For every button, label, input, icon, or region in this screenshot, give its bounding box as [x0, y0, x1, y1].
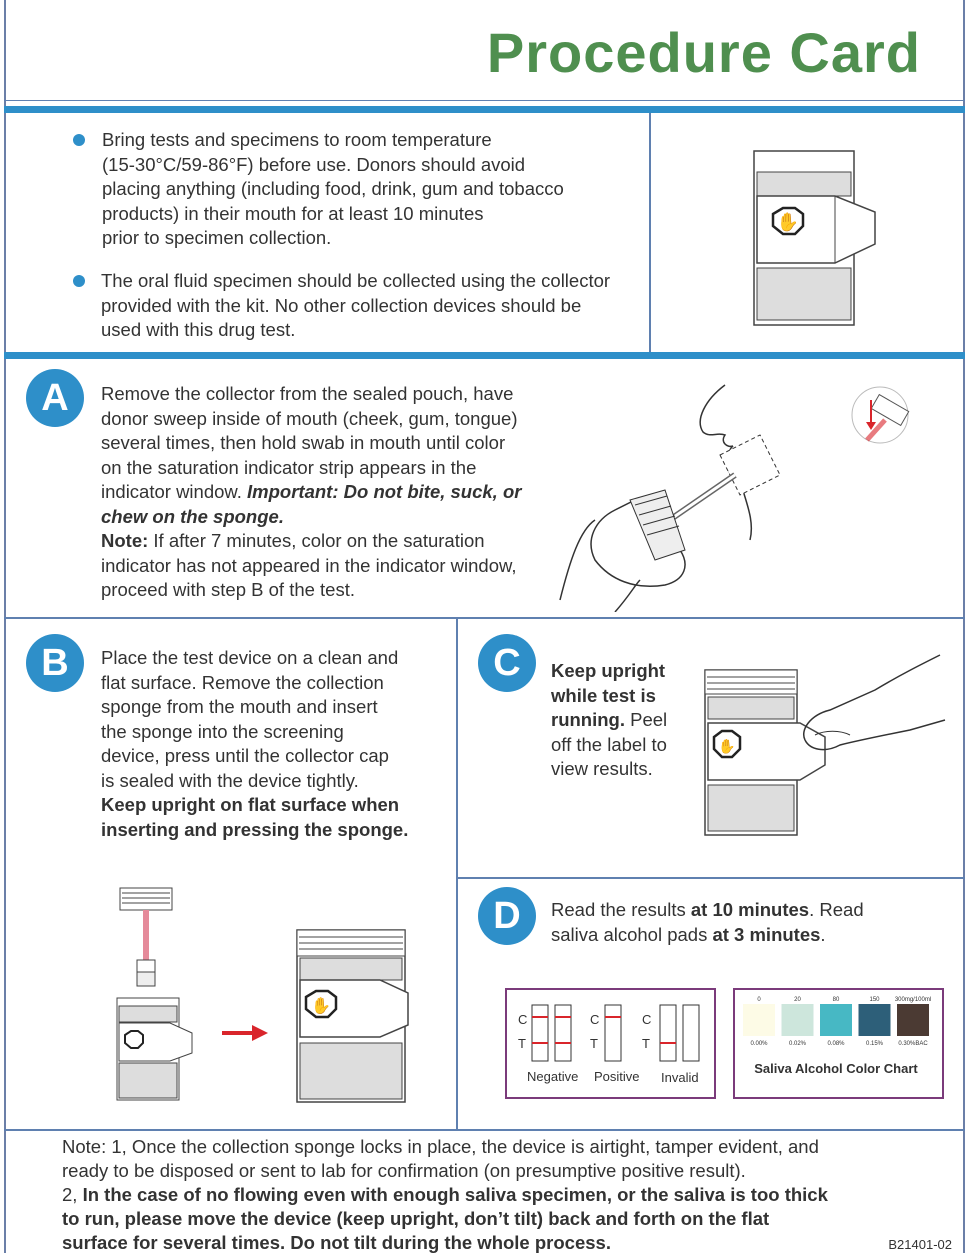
swatch-bottom-label: 0.08%	[827, 1041, 845, 1047]
color-swatch	[820, 1004, 852, 1036]
color-swatch	[781, 1004, 814, 1036]
peel-label-illustration: ✋	[704, 654, 946, 836]
alcohol-color-chart: 0 0.00% 20 0.02% 80 0.08% 150 0.15% 300mg/100ml 0…	[733, 988, 944, 1099]
footer-note: Note: 1, Once the collection sponge lock…	[62, 1136, 828, 1253]
step-a-badge: A	[26, 369, 84, 427]
swatch-bottom-label: 0.15%	[866, 1041, 884, 1047]
swab-in-mouth-illustration	[559, 384, 910, 612]
swatch-bottom-label: 0.02%	[789, 1041, 807, 1047]
color-swatch	[858, 1004, 891, 1036]
svg-text:✋: ✋	[718, 738, 735, 754]
swatch-top-label: 300mg/100ml	[895, 997, 931, 1003]
divider	[4, 617, 965, 619]
svg-text:✋: ✋	[311, 996, 331, 1015]
step-b-text: Place the test device on a clean and fla…	[101, 647, 409, 840]
swatch-bottom-label: 0.00%	[750, 1041, 768, 1047]
svg-text:C: C	[590, 1012, 599, 1027]
header-band	[4, 106, 965, 113]
result-label-positive: Positive	[594, 1069, 640, 1084]
svg-text:T: T	[590, 1036, 598, 1051]
step-d-badge: D	[478, 887, 536, 945]
page-title: Procedure Card	[486, 21, 921, 84]
swatch-bottom-label: 0.30%BAC	[898, 1041, 928, 1047]
svg-text:C: C	[642, 1012, 651, 1027]
t-label: T	[518, 1036, 526, 1051]
result-label-negative: Negative	[527, 1069, 578, 1084]
color-swatch	[897, 1004, 929, 1036]
color-swatch	[743, 1004, 775, 1036]
step-a-text: Remove the collector from the sealed pou…	[101, 383, 522, 600]
swatch-top-label: 20	[794, 997, 801, 1003]
document-code: B21401-02	[888, 1237, 952, 1252]
step-b-badge: B	[26, 634, 84, 692]
alcohol-chart-title: Saliva Alcohol Color Chart	[754, 1061, 918, 1076]
step-c-text: Keep upright while test is running. Peel…	[551, 660, 668, 779]
swatch-top-label: 0	[757, 997, 761, 1003]
intro-bullet-1: Bring tests and specimens to room temper…	[102, 129, 564, 248]
divider	[649, 113, 651, 353]
result-label-invalid: Invalid	[661, 1070, 699, 1085]
divider	[4, 1129, 965, 1131]
swatch-top-label: 80	[833, 997, 840, 1003]
bullet-dot	[73, 275, 85, 287]
test-device-illustration: ✋	[753, 150, 876, 326]
step-d-text: Read the results at 10 minutes. Read sal…	[551, 899, 864, 945]
insert-sponge-illustration: ✋	[116, 887, 409, 1103]
svg-text:T: T	[642, 1036, 650, 1051]
bullet-dot	[73, 134, 85, 146]
divider	[456, 619, 458, 1130]
test-results-diagram: C T C T C T Negative Positive Invalid	[505, 988, 716, 1099]
intro-bullet-2: The oral fluid specimen should be collec…	[101, 270, 611, 340]
section-band	[4, 352, 965, 359]
divider	[4, 100, 965, 101]
card-frame	[4, 0, 965, 1253]
svg-text:✋: ✋	[777, 211, 799, 232]
c-label: C	[518, 1012, 527, 1027]
divider	[456, 877, 965, 879]
step-c-badge: C	[478, 634, 536, 692]
swatch-top-label: 150	[869, 997, 880, 1003]
